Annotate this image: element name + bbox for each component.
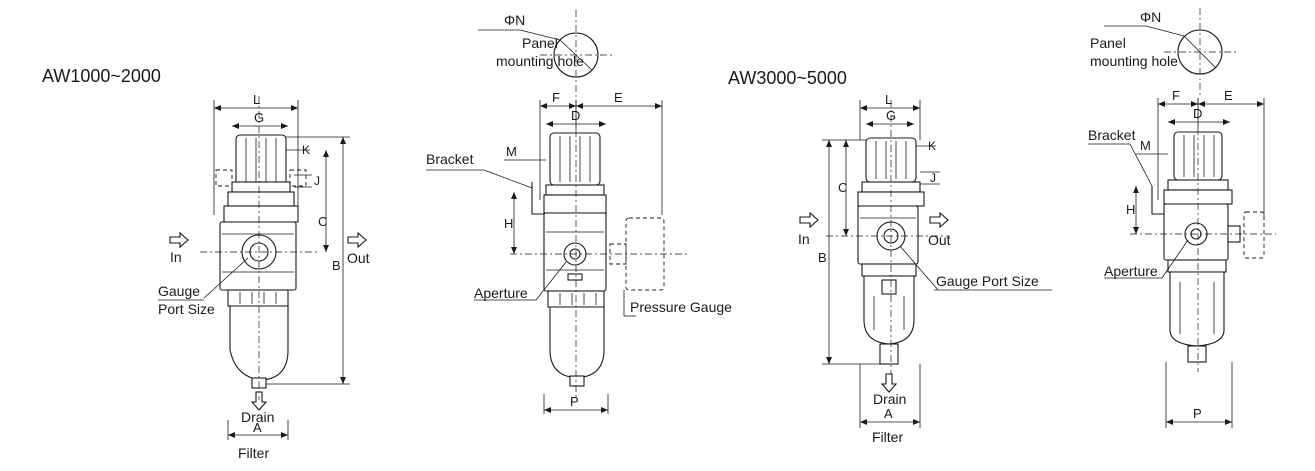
model-title-aw3000: AW3000~5000 [728, 68, 847, 88]
dim-label-H: H [504, 216, 513, 231]
dim-label-B-3: B [818, 250, 827, 265]
label-out: Out [347, 250, 370, 266]
label-bracket: Bracket [426, 151, 474, 167]
dim-label-M: M [506, 144, 517, 159]
label-in: In [170, 249, 182, 265]
label-panel-line2: mounting hole [496, 53, 584, 69]
dim-label-E-4: E [1224, 88, 1233, 103]
label-in-3: In [798, 231, 810, 247]
dim-label-E: E [614, 90, 623, 105]
label-panel-line1: Panel [522, 35, 558, 51]
label-gauge-line1: Gauge [158, 283, 200, 299]
label-gauge-port: Gauge Port Size [936, 273, 1039, 289]
dim-label-F-4: F [1172, 88, 1180, 103]
label-aperture-4: Aperture [1104, 263, 1158, 279]
dim-label-H-4: H [1126, 202, 1135, 217]
dim-label-K: K [302, 143, 310, 157]
label-panel-line2-4: mounting hole [1090, 53, 1178, 69]
dim-label-A-3: A [884, 406, 893, 421]
label-filter: Filter [238, 445, 269, 461]
dim-label-J: J [314, 174, 320, 188]
aw1000-panel-view: ΦN Panel mounting hole F E D [426, 10, 732, 414]
dim-label-K-3: K [928, 139, 936, 153]
dim-label-P: P [570, 394, 579, 409]
dim-label-F: F [552, 90, 560, 105]
model-title-aw1000: AW1000~2000 [42, 66, 161, 86]
label-drain-3: Drain [873, 391, 906, 407]
aw1000-front-view: AW1000~2000 L G [42, 66, 370, 461]
label-out-3: Out [928, 232, 951, 248]
dim-label-B: B [332, 258, 341, 273]
label-gauge-line2: Port Size [158, 301, 215, 317]
dim-label-P-4: P [1193, 406, 1202, 421]
dim-label-M-4: M [1140, 138, 1151, 153]
label-pressure-gauge: Pressure Gauge [630, 299, 732, 315]
label-phiN: ΦN [504, 12, 525, 28]
label-panel-line1-4: Panel [1090, 35, 1126, 51]
dim-label-C: C [318, 214, 327, 229]
dim-label-A: A [253, 420, 262, 435]
label-filter-3: Filter [872, 429, 903, 445]
dim-label-J-3: J [930, 171, 936, 185]
dim-label-C-3: C [838, 180, 847, 195]
label-drain: Drain [241, 409, 274, 425]
dim-label-L: L [253, 92, 260, 107]
label-aperture: Aperture [474, 285, 528, 301]
aw3000-panel-view: ΦN Panel mounting hole F E D [1088, 8, 1276, 428]
aw3000-front-view: AW3000~5000 L G [728, 68, 1052, 445]
label-phiN-4: ΦN [1140, 9, 1161, 25]
dim-label-L-3: L [885, 92, 892, 107]
label-bracket-4: Bracket [1088, 127, 1136, 143]
